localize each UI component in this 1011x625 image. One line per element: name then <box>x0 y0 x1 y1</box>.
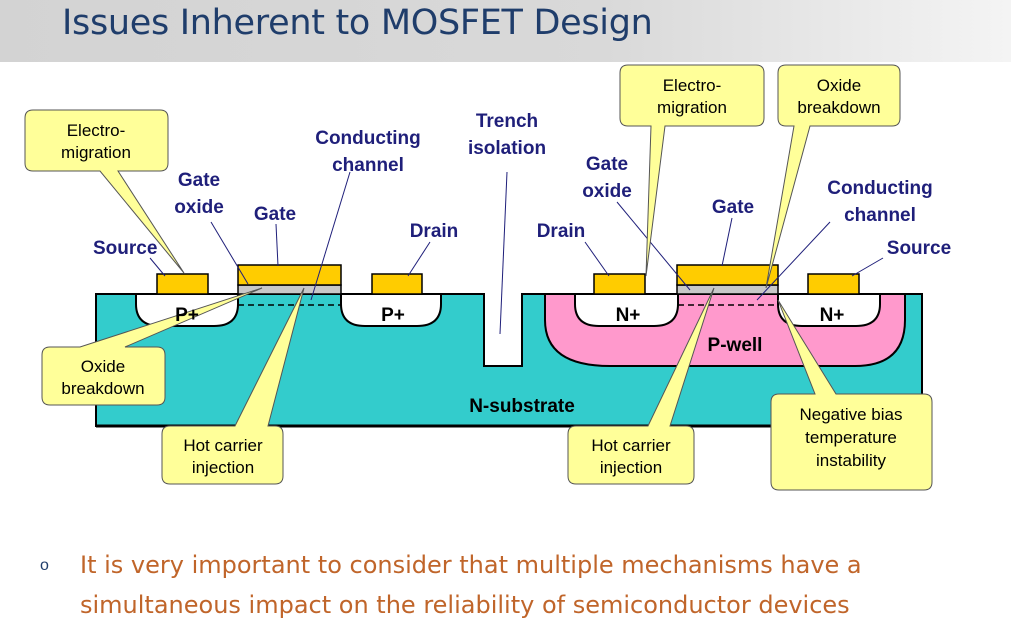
electromigration-left-text: Electro-migration <box>61 121 131 162</box>
region-p-well: P-well <box>708 335 763 356</box>
label-gate-left: Gate <box>254 204 296 225</box>
gate-oxide-left <box>237 284 342 295</box>
note-text: It is very important to consider that mu… <box>80 551 862 619</box>
callout-electromigration-left: Electro-migration <box>24 109 185 274</box>
drain-contact-right <box>593 273 646 295</box>
label-source-left: Source <box>93 238 157 259</box>
region-p-plus-left-drain: P+ <box>381 305 405 326</box>
region-p-plus-left-source: P+ <box>175 305 199 326</box>
label-drain-left: Drain <box>410 221 459 242</box>
p-plus-drain-left <box>340 293 442 327</box>
label-source-right: Source <box>887 238 951 259</box>
p-plus-source-left <box>135 293 239 327</box>
source-contact-right <box>807 273 860 295</box>
gate-left <box>237 264 342 286</box>
region-n-substrate: N-substrate <box>469 396 575 417</box>
label-drain-right: Drain <box>537 221 586 242</box>
n-plus-drain-right <box>574 293 679 327</box>
slide-title: Issues Inherent to MOSFET Design <box>62 3 653 43</box>
drain-contact-left <box>371 273 423 295</box>
note-bullet: o <box>40 557 49 574</box>
source-contact-left <box>156 273 209 295</box>
callout-electromigration-right: Electro-migration <box>619 64 765 277</box>
n-plus-source-right <box>777 293 881 327</box>
gate-right <box>676 264 779 286</box>
title-bar: Issues Inherent to MOSFET Design <box>0 0 1011 62</box>
label-gate-right: Gate <box>712 197 754 218</box>
gate-oxide-right <box>676 284 779 295</box>
electromigration-right-text: Electro-migration <box>657 76 727 117</box>
region-n-plus-right-source: N+ <box>820 305 845 326</box>
region-n-plus-right-drain: N+ <box>616 305 641 326</box>
